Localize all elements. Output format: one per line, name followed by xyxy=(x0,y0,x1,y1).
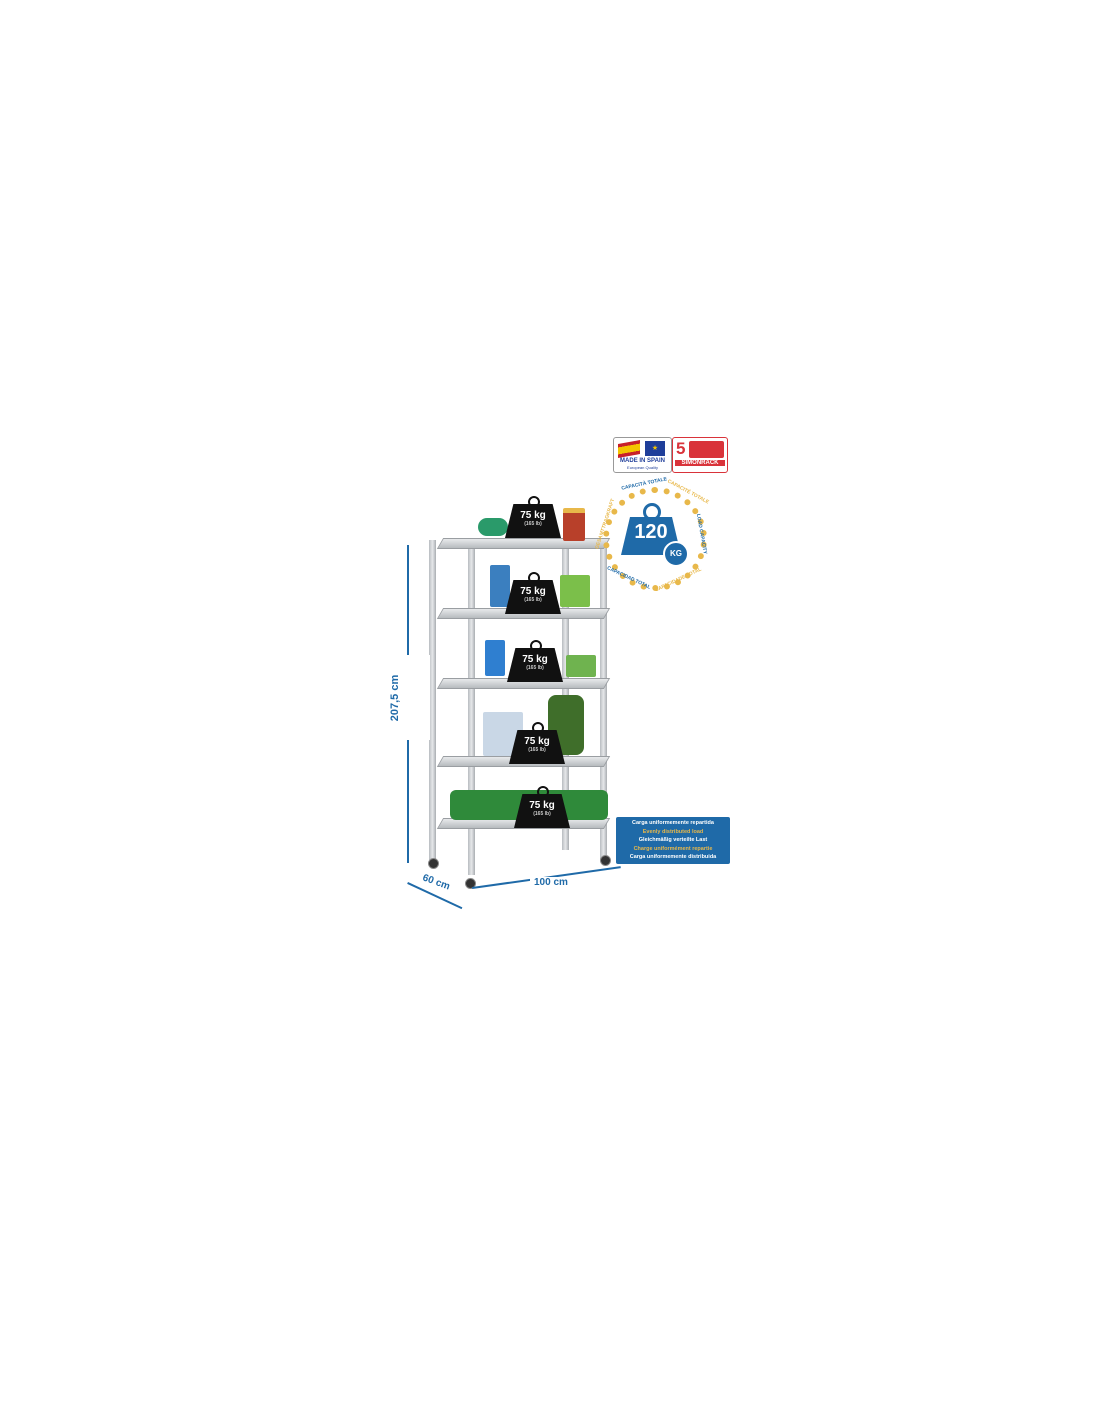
made-in-spain-badge: ★ MADE IN SPAIN European Quality xyxy=(613,437,672,473)
weight-handle-icon xyxy=(643,503,661,521)
brand-label: SIMONRACK xyxy=(675,460,725,466)
caster-wheel xyxy=(465,878,476,889)
warranty-text-block xyxy=(689,441,724,458)
load-note-box: Carga uniformemente repartida Evenly dis… xyxy=(616,817,730,864)
weight-icon: 75 kg(165 lb) xyxy=(505,580,561,614)
watering-can xyxy=(478,518,508,536)
rack-post-front-left xyxy=(468,545,475,875)
capacity-value: 120 xyxy=(634,521,668,543)
packets xyxy=(566,655,596,677)
load-note-de: Gleichmäßig verteilte Last xyxy=(638,837,708,843)
width-dimension-label: 100 cm xyxy=(530,877,572,888)
boxes xyxy=(490,565,510,607)
rack-post-front-right xyxy=(600,545,607,860)
eu-flag-icon: ★ xyxy=(645,441,665,456)
height-dimension-label-box xyxy=(386,655,430,740)
capacity-seal: CAPACITÀ TOTALE CAPACITÉ TOTALE LOAD CAP… xyxy=(594,476,712,596)
european-quality-text: European Quality xyxy=(627,465,658,470)
caster-wheel xyxy=(428,858,439,869)
capacity-unit: KG xyxy=(663,541,689,567)
load-note-pt: Carga uniformemente distribuida xyxy=(629,854,717,860)
spain-flag-icon xyxy=(618,440,640,458)
weight-icon: 75 kg(165 lb) xyxy=(509,730,565,764)
load-note-en: Evenly distributed load xyxy=(642,828,704,835)
rack-post-back-left xyxy=(429,540,436,860)
made-in-spain-text: MADE IN SPAIN xyxy=(620,458,665,464)
warranty-badge: 5 SIMONRACK xyxy=(672,437,728,473)
height-dimension-label: 207,5 cm xyxy=(389,674,402,722)
warranty-years: 5 xyxy=(676,439,686,458)
load-note-es: Carga uniformemente repartida xyxy=(632,820,714,826)
capacity-ring-text xyxy=(603,487,707,591)
caster-wheel xyxy=(600,855,611,866)
weight-icon: 75 kg(165 lb) xyxy=(507,648,563,682)
load-note-fr: Charge uniformément repartie xyxy=(633,845,713,852)
weight-icon: 75 kg(165 lb) xyxy=(514,794,570,828)
weight-icon: 75 kg(165 lb) xyxy=(505,504,561,538)
spray-bottle xyxy=(485,640,505,676)
flower-pot xyxy=(563,508,585,541)
bottles xyxy=(560,575,590,607)
